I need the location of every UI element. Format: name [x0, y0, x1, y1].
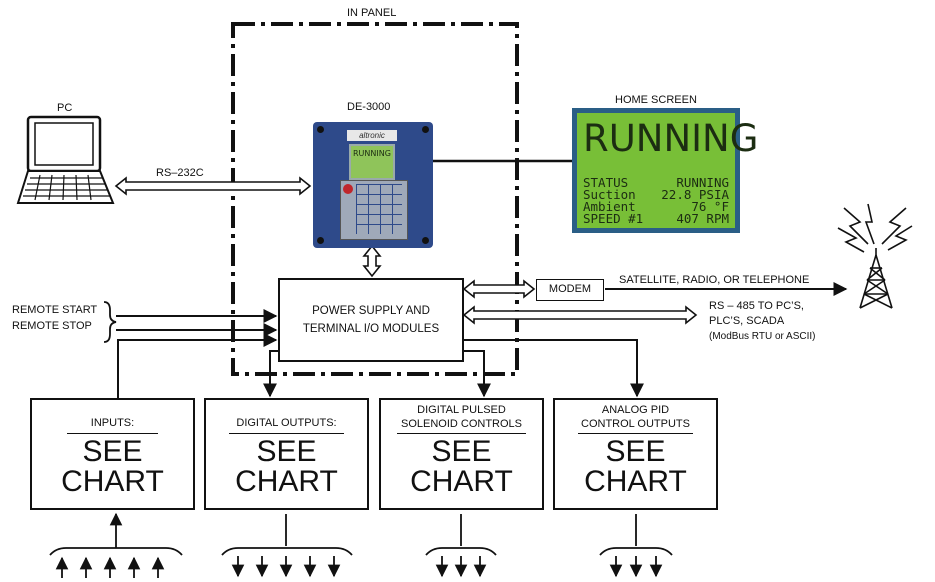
- rs232-link: [114, 176, 312, 196]
- home-screen-title: RUNNING: [583, 117, 759, 160]
- power-supply-box: POWER SUPPLY AND TERMINAL I/O MODULES: [278, 278, 464, 362]
- home-screen-label: HOME SCREEN: [615, 94, 697, 106]
- solenoid-controls-box: DIGITAL PULSED SOLENOID CONTROLS SEE CHA…: [379, 398, 544, 510]
- keypad-keys[interactable]: [356, 184, 402, 234]
- rs485-line2: PLC’S, SCADA: [709, 315, 785, 327]
- analog-pid-branch: [599, 514, 673, 578]
- controller-brand: altronic: [347, 130, 397, 141]
- radio-tower-icon: [837, 203, 913, 309]
- remote-start-label: REMOTE START: [12, 304, 98, 316]
- modem-box: MODEM: [536, 279, 604, 301]
- in-panel-border: [231, 22, 519, 376]
- controller-label: DE-3000: [347, 101, 391, 113]
- rs485-line1: RS – 485 TO PC’S,: [709, 300, 804, 312]
- power-supply-line1: POWER SUPPLY AND: [312, 305, 430, 317]
- inputs-box: INPUTS: SEE CHART: [30, 398, 195, 510]
- rs485-line3: (ModBus RTU or ASCII): [709, 331, 816, 342]
- laptop-icon: [16, 115, 115, 204]
- pc-label: PC: [57, 102, 73, 114]
- rs232-label: RS–232C: [156, 167, 204, 179]
- remote-brace: [103, 301, 117, 343]
- in-panel-label: IN PANEL: [347, 7, 397, 19]
- digital-outputs-branch: [221, 514, 353, 578]
- controller-device: altronic RUNNING: [313, 122, 433, 248]
- satellite-label: SATELLITE, RADIO, OR TELEPHONE: [619, 274, 810, 286]
- analog-pid-box: ANALOG PID CONTROL OUTPUTS SEE CHART: [553, 398, 718, 510]
- home-screen-lcd: RUNNING STATUS RUNNING Suction 22.8 PSIA…: [572, 108, 758, 233]
- device-power-link: [362, 244, 382, 278]
- remote-stop-label: REMOTE STOP: [12, 320, 92, 332]
- controller-display: RUNNING: [349, 144, 395, 180]
- power-supply-line2: TERMINAL I/O MODULES: [302, 323, 440, 335]
- alarm-button[interactable]: [343, 184, 353, 194]
- digital-outputs-box: DIGITAL OUTPUTS: SEE CHART: [204, 398, 369, 510]
- modem-link: [462, 279, 536, 299]
- rs485-link: [462, 305, 698, 325]
- inputs-branch: [49, 512, 183, 578]
- solenoid-branch: [425, 514, 497, 578]
